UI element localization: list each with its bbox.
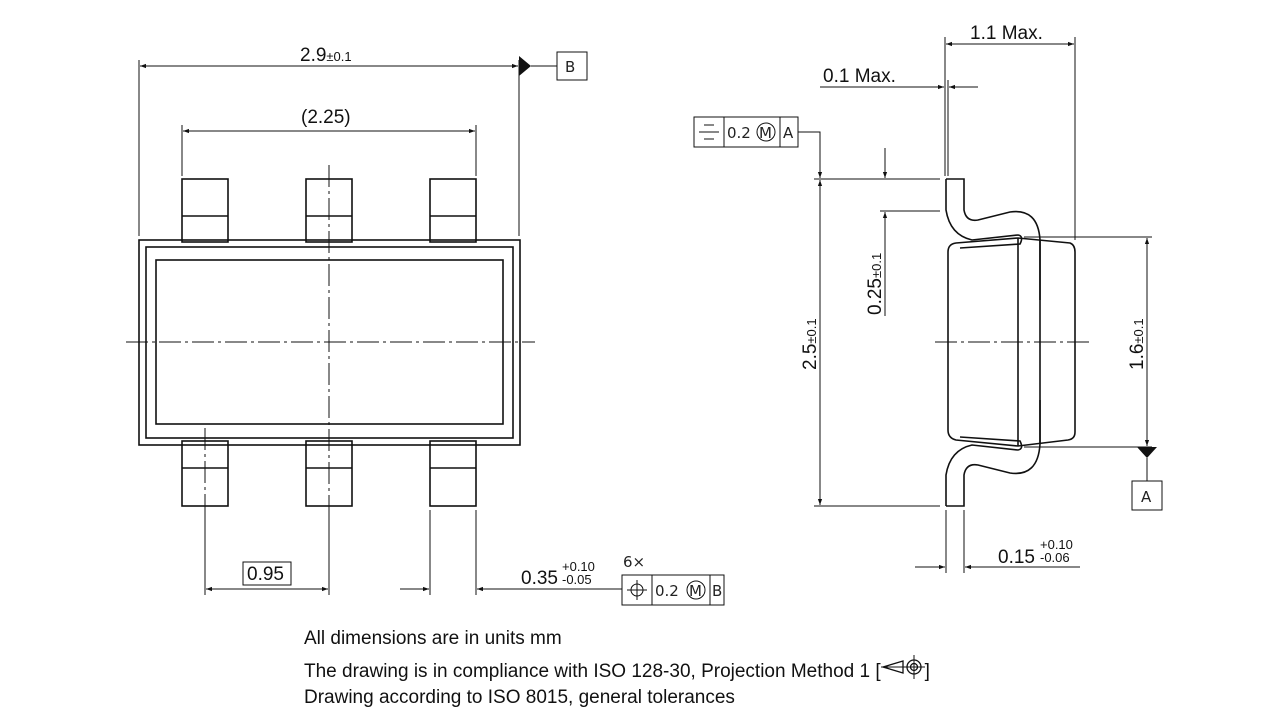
svg-text:1.6±0.1: 1.6±0.1 [1127,318,1148,370]
svg-text:0.15: 0.15 [998,547,1035,568]
svg-text:+0.10: +0.10 [1040,537,1073,552]
datum-a-box [1131,480,1163,511]
symmetry-feature-control-frame: 0.2 M A [693,116,821,172]
svg-text:B: B [712,582,722,600]
svg-text:0.2: 0.2 [655,582,679,600]
svg-text:(2.25): (2.25) [301,107,351,128]
note-tolerances: Drawing according to ISO 8015, general t… [304,687,735,708]
svg-text:A: A [783,124,794,142]
note-projection: The drawing is in compliance with ISO 12… [304,653,930,686]
mmc-modifier-icon [756,122,776,142]
lead-bottom [946,400,1041,507]
top-view: 2.9±0.1 B (2.25) 0.95 0.35 +0.10 -0.05 6… [126,45,725,606]
svg-text:-0.05: -0.05 [562,572,592,587]
side-view: 1.1 Max. 0.1 Max. 0.2 M A 2.5±0.1 [693,23,1163,573]
svg-text:1.1 Max.: 1.1 Max. [970,23,1043,44]
svg-text:0.25±0.1: 0.25±0.1 [865,253,886,315]
svg-text:-0.06: -0.06 [1040,550,1070,565]
svg-text:0.2: 0.2 [727,124,751,142]
datum-b-box [556,51,588,81]
basic-dim-box [242,561,292,586]
note-units: All dimensions are in units mm [304,628,562,649]
svg-text:2.9±0.1: 2.9±0.1 [300,45,352,66]
svg-text:A: A [1141,488,1152,506]
lead-top [946,178,1041,300]
datum-a-triangle [1137,447,1157,458]
body-profile [947,237,1076,447]
svg-text:M: M [689,582,702,600]
pins-top [181,178,477,243]
mmc-modifier-icon [686,580,706,600]
drawing-notes: All dimensions are in units mm The drawi… [304,626,930,712]
projection-method-icon [880,654,925,679]
svg-text:0.95: 0.95 [247,564,284,585]
svg-text:B: B [565,58,575,76]
position-feature-control-frame: 0.2 M B [621,574,725,606]
svg-text:M: M [759,124,772,142]
svg-text:0.35: 0.35 [521,568,558,589]
svg-text:2.5±0.1: 2.5±0.1 [800,318,821,370]
svg-text:+0.10: +0.10 [562,559,595,574]
svg-text:0.1 Max.: 0.1 Max. [823,66,896,87]
datum-b-triangle [519,56,531,76]
svg-text:6×: 6× [623,553,645,571]
